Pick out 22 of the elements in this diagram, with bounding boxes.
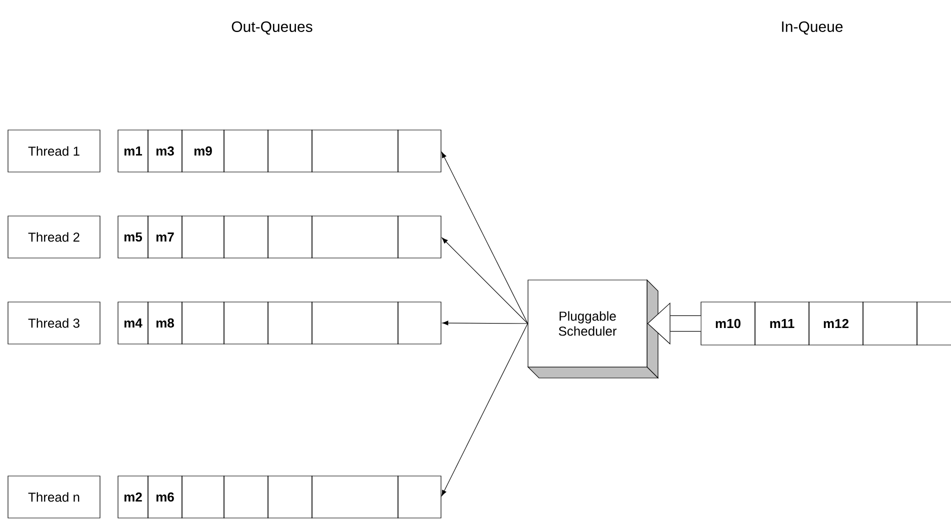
message-cell: m1	[118, 130, 148, 172]
arrow	[441, 152, 528, 324]
message-cell: m2	[118, 476, 148, 518]
message-cell: m4	[118, 302, 148, 344]
thread-box: Thread 1	[8, 130, 100, 172]
thread-box: Thread 3	[8, 302, 100, 344]
message-cell: m9	[182, 130, 224, 172]
message-cell: m8	[148, 302, 182, 344]
thread-box: Thread 2	[8, 216, 100, 258]
heading: Out-Queues	[232, 21, 312, 35]
arrow	[442, 238, 528, 324]
message-cell: m5	[118, 216, 148, 258]
thread-box: Thread n	[8, 476, 100, 518]
message-cell: m6	[148, 476, 182, 518]
message-cell: m7	[148, 216, 182, 258]
arrow	[441, 323, 528, 496]
message-cell: m11	[754, 302, 810, 346]
heading: In-Queue	[782, 21, 843, 35]
message-cell: m10	[700, 302, 756, 346]
arrow	[442, 320, 528, 326]
message-cell: m12	[808, 302, 864, 346]
message-cell: m3	[148, 130, 182, 172]
